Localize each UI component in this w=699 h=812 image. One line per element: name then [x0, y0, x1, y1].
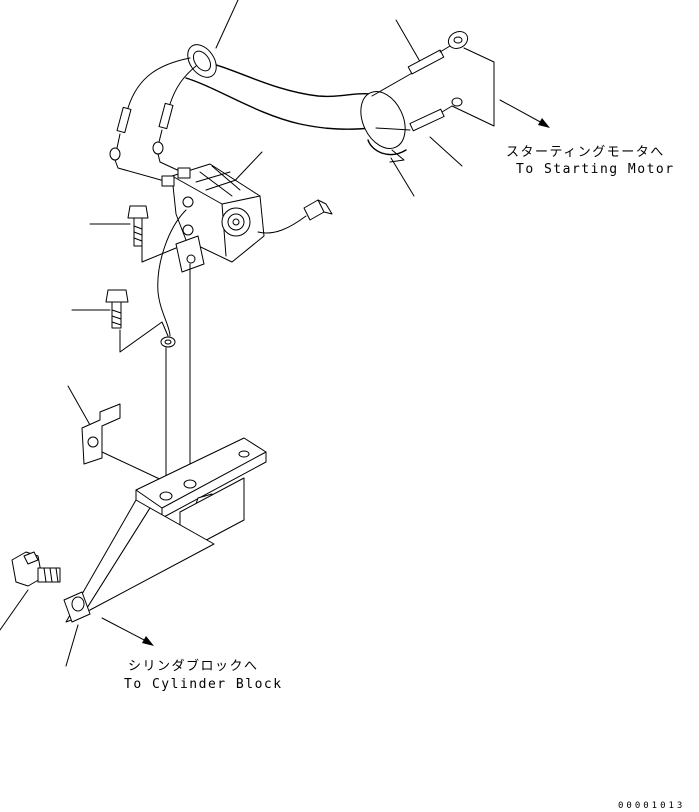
wire-conduit	[185, 44, 407, 163]
wire-left-sleeve	[116, 106, 132, 134]
bolt-upper	[127, 205, 177, 263]
conduit-clamp-ring	[360, 91, 406, 149]
small-bracket	[81, 403, 167, 483]
leader-lines	[0, 0, 463, 667]
relay-connector	[303, 199, 325, 221]
wire-left-route	[114, 159, 169, 183]
relay-lead-wire	[257, 215, 307, 234]
relay-top-marking	[195, 165, 241, 197]
cable-upper	[371, 71, 415, 97]
wire-right-sleeve	[158, 102, 174, 130]
wire-right	[169, 65, 197, 105]
wire-left-ring-terminal	[109, 147, 121, 161]
label-cylinder-block-jp: シリンダブロックへ	[128, 658, 259, 674]
relay-connector-side	[317, 199, 333, 215]
cable-lower-sleeve	[409, 108, 445, 132]
relay-assembly	[161, 163, 333, 273]
leader-clamp	[390, 157, 415, 197]
arrow-to-starting-motor	[499, 99, 550, 128]
arrow-to-cylinder-block	[101, 617, 154, 646]
bolt-middle-route	[119, 321, 169, 353]
assembly-lines	[165, 263, 191, 483]
wire-left-tail	[116, 133, 121, 149]
main-bracket-top-front	[161, 451, 267, 519]
wire-right-ring-terminal	[152, 141, 164, 155]
label-cylinder-block-en: To Cylinder Block	[124, 677, 283, 692]
bolt-lower-hex	[23, 551, 39, 565]
conduit-clamp-lug	[389, 149, 405, 163]
main-bracket-hole-3	[238, 450, 250, 458]
relay-mount-nut-bottom	[182, 224, 194, 236]
ground-ring-terminal	[160, 336, 176, 348]
ground-wire	[157, 209, 187, 348]
leader-small-bracket	[67, 385, 91, 426]
cable-upper-ring-hole	[453, 36, 463, 44]
main-bracket-arm-hole	[71, 596, 85, 612]
relay-coil-housing	[221, 207, 251, 237]
relay-coil-inner	[227, 213, 245, 231]
relay-terminal-left	[161, 175, 175, 187]
bolt-middle	[105, 289, 169, 353]
bolt-middle-head	[105, 289, 129, 303]
leader-cable-lower	[429, 136, 463, 167]
wire-right-route	[157, 153, 187, 175]
cable-upper-sleeve	[407, 49, 445, 75]
bolt-upper-head	[127, 205, 149, 219]
drawing-number: 00001013	[618, 801, 685, 811]
relay-terminal-right	[177, 167, 191, 179]
conduit-top-edge	[195, 59, 371, 98]
arrow-shaft-cylinder	[101, 617, 149, 643]
small-bracket-hole	[87, 436, 99, 448]
bolt-upper-thread	[133, 225, 143, 242]
cable-lower-tail	[441, 105, 453, 113]
relay-coil-center	[232, 218, 240, 226]
arrow-shaft-motor	[499, 99, 545, 125]
small-bracket-plate	[81, 403, 121, 465]
bolt-lower	[11, 551, 61, 587]
main-bracket-hole-2	[183, 479, 197, 489]
cable-upper-ring-terminal	[447, 31, 469, 49]
conduit-end-sleeve-inner	[192, 50, 212, 72]
conduit-clamp-tab	[367, 139, 407, 156]
arrow-head-motor	[538, 118, 550, 128]
arrow-head-cylinder	[142, 636, 154, 646]
ground-wire-path	[157, 209, 187, 337]
small-bracket-route	[101, 451, 167, 483]
main-bracket-hole-1	[159, 491, 173, 501]
leader-tube-top	[215, 0, 239, 49]
conduit-bottom-edge	[185, 77, 373, 130]
relay-mount-nut-top	[182, 196, 194, 208]
main-bracket-arm-tip	[63, 591, 91, 623]
relay-mount-foot	[175, 235, 205, 273]
wire-left	[127, 57, 191, 109]
leader-bolt-lower	[0, 589, 29, 631]
bolt-middle-thread	[111, 309, 122, 326]
main-bracket-arm-web	[81, 507, 215, 617]
cable-lower-ring-terminal	[451, 97, 463, 107]
cable-upper-tail	[439, 45, 451, 53]
bolt-upper-route	[141, 239, 177, 263]
cable-lower	[375, 127, 411, 131]
bolt-middle-shank	[111, 301, 122, 329]
leader-main-bracket	[65, 624, 79, 667]
ground-ring-hole	[164, 339, 172, 345]
main-bracket	[63, 437, 267, 623]
wire-right-tail	[158, 129, 163, 143]
leader-cable-upper	[395, 19, 423, 66]
conduit-end-sleeve	[187, 44, 217, 78]
relay-mount-hole	[186, 254, 196, 264]
bolt-lower-thread	[43, 567, 59, 583]
label-starting-motor-jp: スターティングモータへ	[506, 145, 665, 160]
bolt-lower-shank	[37, 567, 61, 583]
label-starting-motor-en: To Starting Motor	[516, 162, 675, 177]
motor-connection-bracket	[451, 47, 495, 127]
wires	[109, 31, 495, 183]
